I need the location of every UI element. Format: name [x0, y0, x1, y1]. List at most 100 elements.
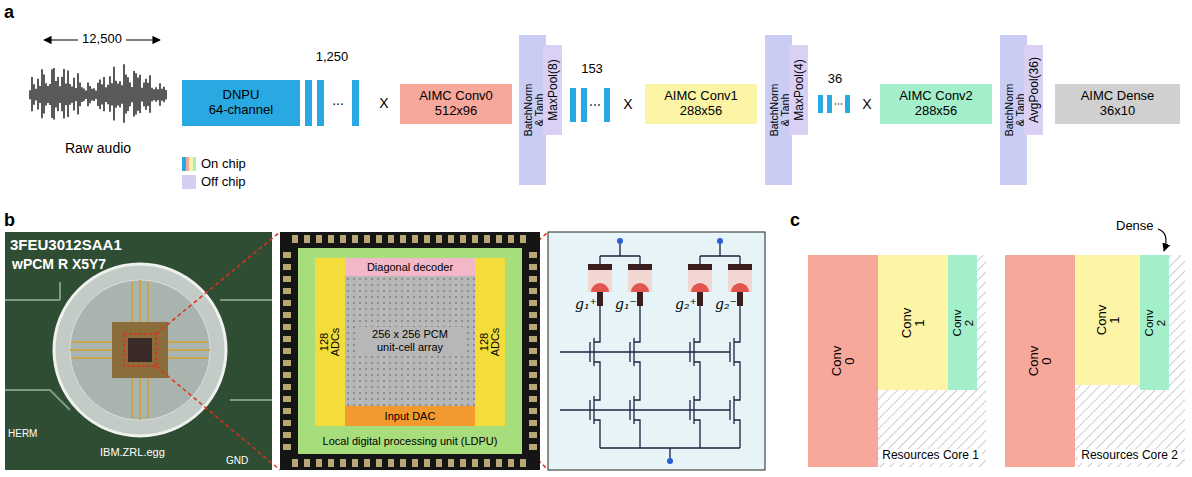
text-run — [390, 328, 393, 340]
text-run: x — [393, 328, 399, 340]
top-electrode — [588, 264, 612, 270]
text-run: 256 — [402, 328, 420, 340]
pad — [304, 459, 310, 467]
box-label: Conv 0 — [830, 344, 856, 379]
pad — [496, 459, 502, 467]
callout-label: Dense — [1116, 219, 1154, 234]
wave-stroke — [85, 91, 86, 100]
text-run: DAC — [412, 410, 435, 422]
wire — [700, 244, 740, 256]
pad — [352, 459, 358, 467]
wave-stroke — [55, 81, 56, 107]
bond-pads — [283, 235, 537, 467]
text-run: digital — [352, 435, 381, 447]
pad — [292, 459, 298, 467]
text-run: BatchNorm — [521, 84, 533, 137]
conv-allocation: Conv 1 — [1075, 255, 1140, 385]
wave-stroke — [131, 87, 132, 102]
text-run — [349, 435, 352, 447]
top-electrode — [728, 264, 752, 270]
heater — [597, 292, 603, 306]
wave-stroke — [115, 81, 116, 108]
text-run: ADCs — [489, 328, 501, 357]
pad — [283, 420, 291, 426]
pad — [472, 459, 478, 467]
pad — [529, 360, 537, 366]
pad — [496, 235, 502, 243]
wire — [599, 256, 600, 264]
wave-stroke — [101, 84, 102, 104]
pad — [283, 348, 291, 354]
ellipsis: ... — [332, 92, 344, 108]
text-run: DNPU — [223, 87, 260, 102]
wave-stroke — [151, 88, 152, 102]
text-run: Core — [1142, 448, 1168, 462]
wave-stroke — [33, 84, 34, 105]
text-run: Conv — [1142, 309, 1154, 336]
pad — [400, 459, 406, 467]
wave-stroke — [99, 79, 100, 109]
legend-swatch — [182, 175, 196, 189]
wave-stroke — [57, 77, 58, 111]
pad — [388, 459, 394, 467]
region-heading: Local digital processing unit (LDPU) — [298, 435, 522, 448]
size-label: 36 — [828, 72, 842, 87]
wave-stroke — [121, 85, 122, 103]
text-run: Diagonal — [367, 261, 410, 273]
pad — [529, 408, 537, 414]
pad — [283, 396, 291, 402]
decoder-band: Diagonal decoder — [345, 258, 475, 276]
text-run: AIMC — [899, 88, 932, 103]
text-run: unit-cell — [377, 341, 415, 353]
aimc-conv-box: AIMC Conv1 288x56 — [645, 84, 757, 124]
wave-stroke — [147, 83, 148, 106]
wave-stroke — [73, 78, 74, 111]
text-run: Core — [943, 448, 969, 462]
wave-stroke — [127, 77, 128, 111]
box-label: MaxPool(8) — [547, 59, 559, 120]
top-electrode — [628, 264, 652, 270]
box-label: AIMC Conv0 512x96 — [411, 89, 501, 119]
wave-stroke — [165, 90, 166, 99]
pcm-array: 256 x 256 PCM unit-cell array — [345, 276, 475, 406]
pad — [376, 235, 382, 243]
aimc-dense-box: AIMC Dense 36x10 — [1055, 84, 1180, 124]
pad — [529, 444, 537, 450]
wave-stroke — [149, 75, 150, 112]
wave-stroke — [135, 73, 136, 114]
core-resources: Resources Core 2Conv 0Conv 1Conv 2 — [1005, 255, 1185, 467]
text-run — [415, 341, 418, 353]
text-run: 288x56 — [680, 103, 723, 118]
text-run: AIMC — [419, 88, 452, 103]
wire — [600, 244, 640, 256]
text-run: Tanh — [532, 94, 544, 117]
wave-stroke — [87, 82, 88, 106]
text-run: AIMC — [1081, 88, 1114, 103]
pad — [484, 459, 490, 467]
pad — [508, 459, 514, 467]
text-run: MaxPool(4) — [792, 59, 806, 120]
text-run: ADCs — [329, 328, 341, 357]
ldpu-region: Local digital processing unit (LDPU) Diag… — [298, 248, 522, 454]
text-run — [381, 435, 384, 447]
pad — [529, 348, 537, 354]
box-label: MaxPool(4) — [793, 59, 805, 120]
wire — [739, 256, 740, 264]
text-run: 1 — [912, 319, 927, 326]
pad — [448, 459, 454, 467]
pad — [316, 459, 322, 467]
pad — [340, 459, 346, 467]
text-run: & — [1013, 119, 1025, 126]
pad — [448, 235, 454, 243]
wave-stroke — [45, 83, 46, 105]
wave-stroke — [51, 69, 52, 118]
pad — [529, 288, 537, 294]
text-run: processing — [384, 435, 437, 447]
wave-stroke — [41, 69, 42, 118]
text-run: 64-channel — [209, 102, 273, 117]
pad — [292, 235, 298, 243]
unit-cell-circuit — [548, 232, 765, 470]
text-run: PCM — [423, 328, 447, 340]
pad — [364, 459, 370, 467]
text-run: Conv0 — [455, 88, 493, 103]
